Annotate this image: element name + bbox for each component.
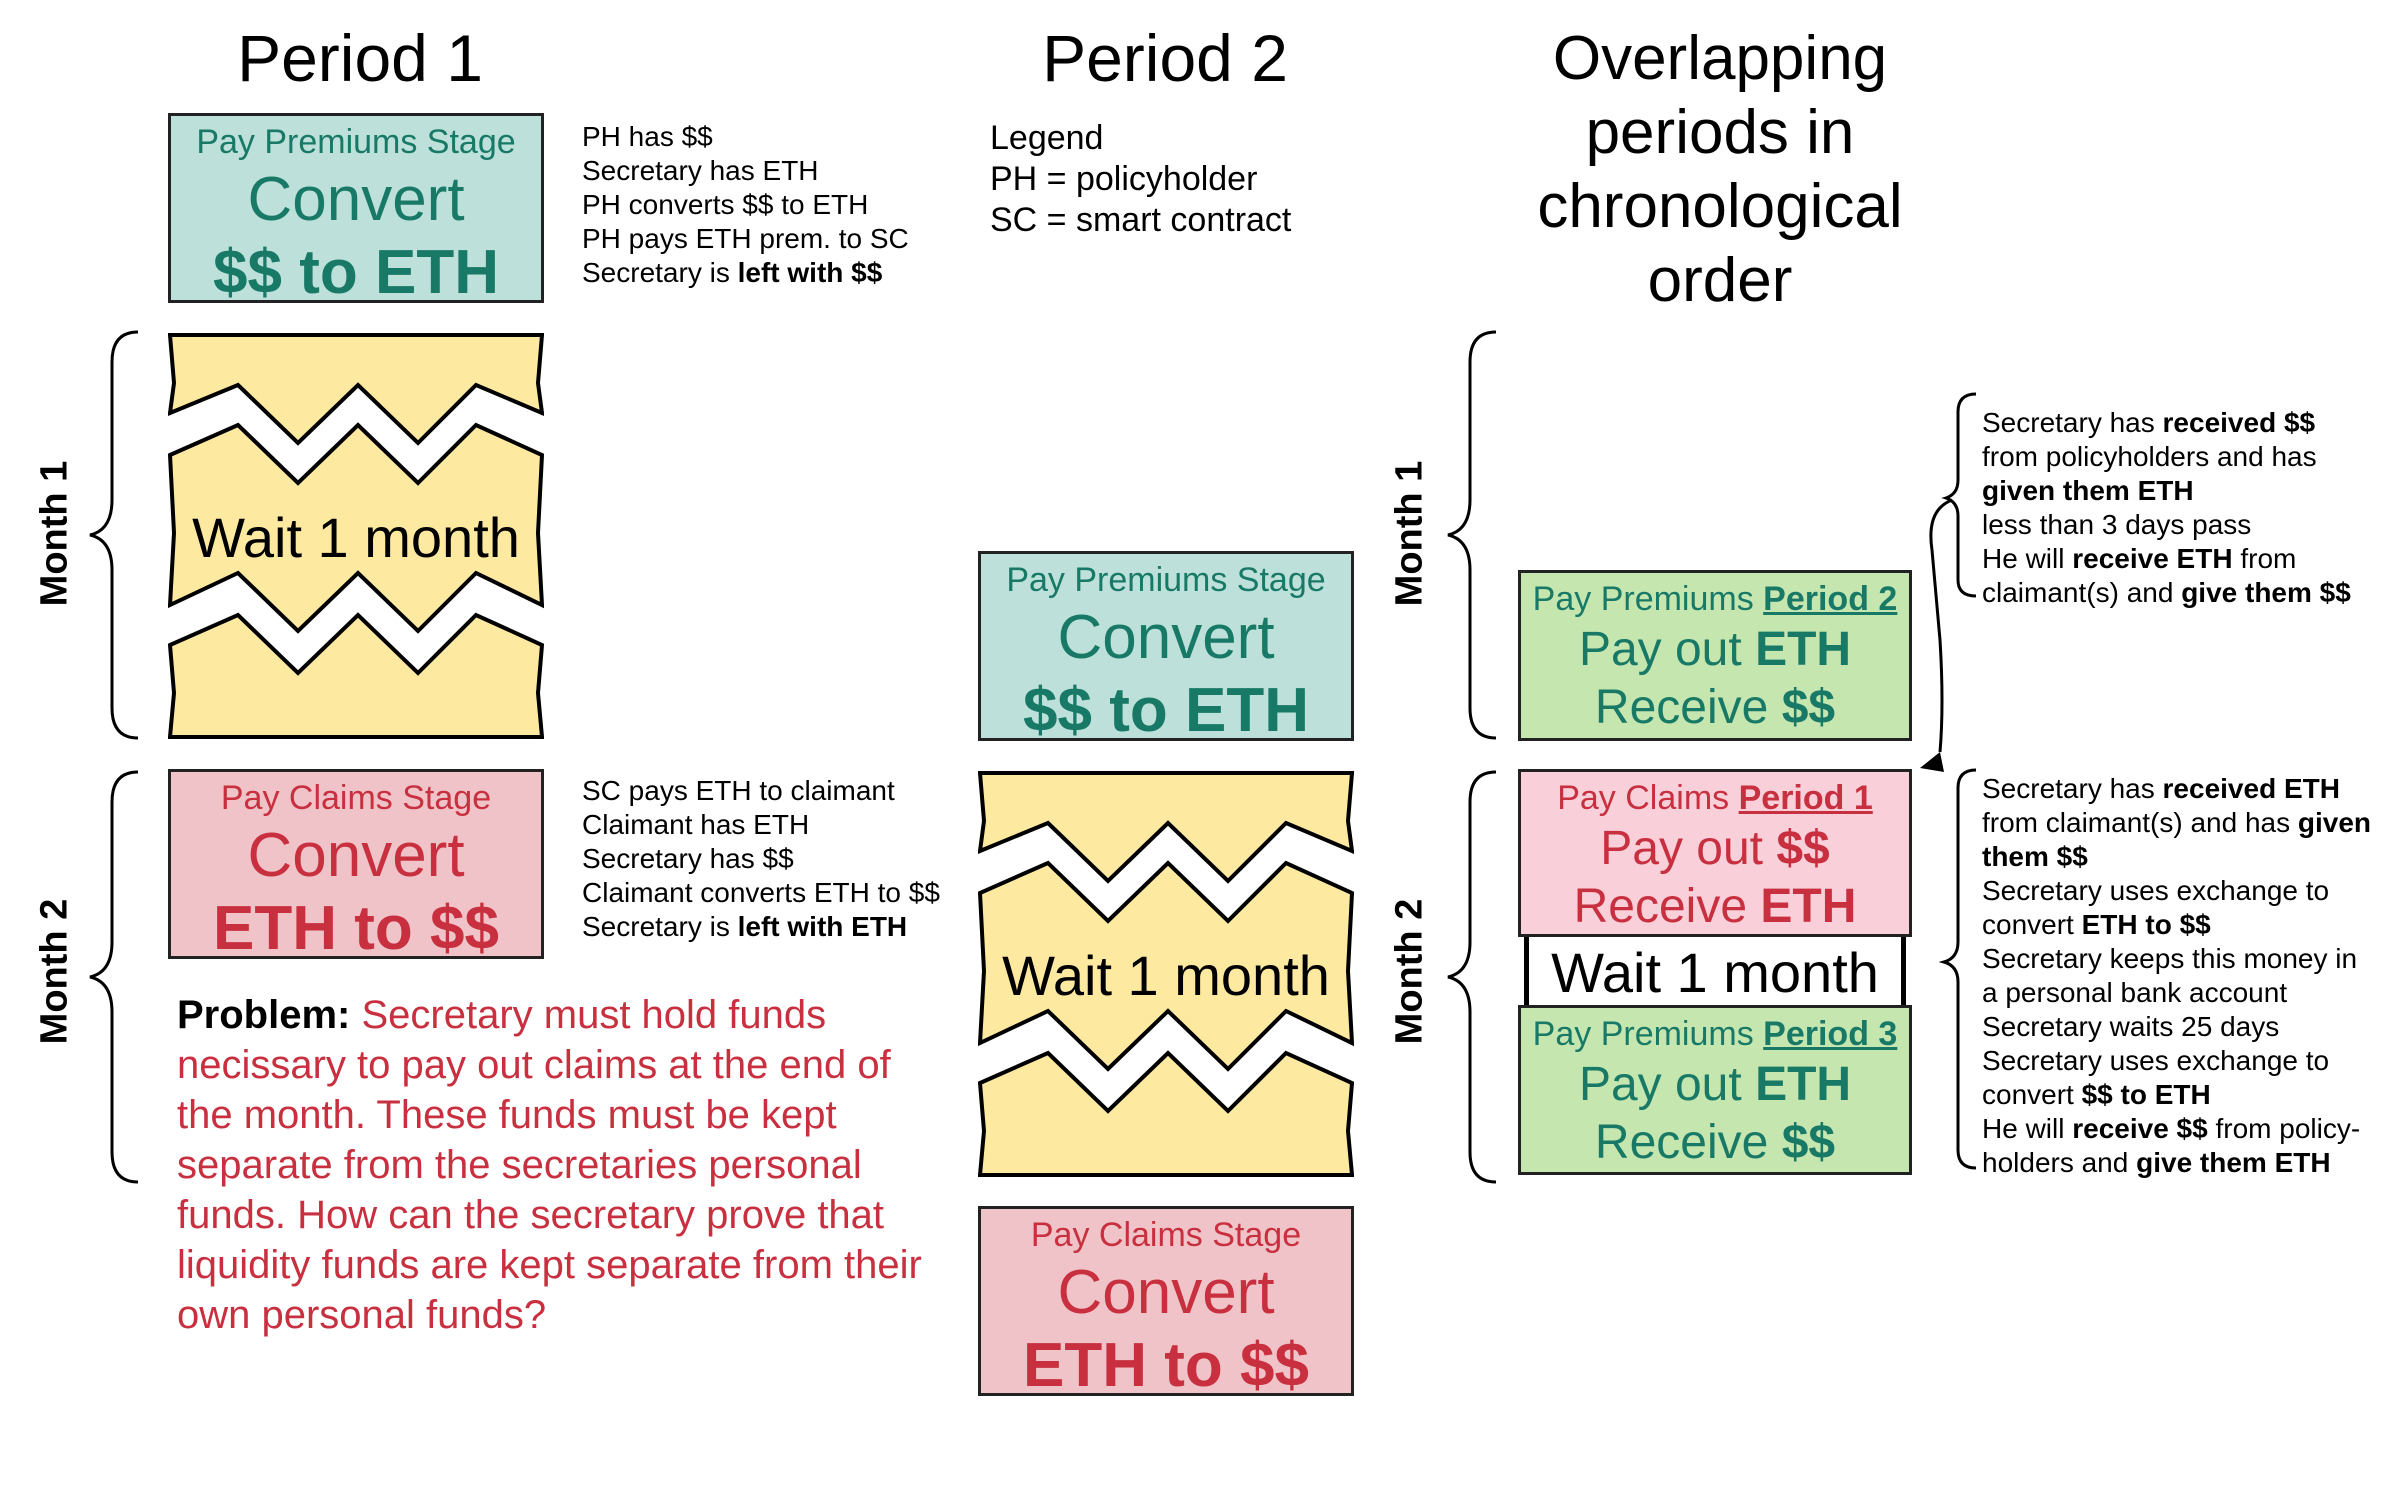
link-arrow-head bbox=[1920, 752, 1944, 772]
month-2-label-left: Month 2 bbox=[33, 898, 76, 1045]
legend-title: Legend bbox=[990, 119, 1104, 157]
ov-wait-label: Wait 1 month bbox=[1551, 941, 1879, 1004]
overlap-title: Overlapping periods in chronological ord… bbox=[1537, 24, 1903, 315]
brace-month-1-left bbox=[89, 330, 139, 740]
month-1-notes: Secretary has received $$ from policyhol… bbox=[1982, 407, 2351, 608]
p1-premiums-notes: PH has $$ Secretary has ETH PH converts … bbox=[582, 121, 909, 288]
legend: Legend PH = policyholder SC = smart cont… bbox=[990, 118, 1291, 241]
p1-claims-notes: SC pays ETH to claimant Claimant has ETH… bbox=[582, 775, 940, 942]
month-2-notes: Secretary has received ETH from claimant… bbox=[1982, 773, 2372, 1178]
p1-pay-claims-stage: Pay Claims Stage Convert ETH to $$ bbox=[168, 769, 544, 963]
ov-pay-claims-period-1: Pay Claims Period 1 Pay out $$ Receive E… bbox=[1518, 769, 1912, 937]
right-braces bbox=[1447, 330, 1497, 1184]
brace-month-2-right bbox=[1447, 770, 1497, 1184]
ov-pay-premiums-period-2: Pay Premiums Period 2 Pay out ETH Receiv… bbox=[1518, 570, 1912, 741]
brace-month-1-right bbox=[1447, 330, 1497, 740]
p2-pay-premiums-stage: Pay Premiums Stage Convert $$ to ETH bbox=[978, 551, 1354, 745]
period-1-title: Period 1 bbox=[237, 21, 483, 95]
legend-item-sc: SC = smart contract bbox=[990, 201, 1292, 239]
ov-pay-premiums-period-3: Pay Premiums Period 3 Pay out ETH Receiv… bbox=[1518, 1005, 1912, 1175]
brace-month-2-notes bbox=[1938, 768, 1977, 1170]
month-2-label-right: Month 2 bbox=[1388, 898, 1431, 1045]
link-arrow bbox=[1920, 498, 1953, 772]
month-1-label-right: Month 1 bbox=[1388, 460, 1431, 607]
p2-wait-label: Wait 1 month bbox=[1002, 944, 1330, 1007]
p2-pay-claims-stage: Pay Claims Stage Convert ETH to $$ bbox=[978, 1206, 1354, 1400]
p1-wait-block: Wait 1 month bbox=[167, 333, 545, 739]
torn-paper-shape bbox=[977, 771, 1355, 1177]
note-braces bbox=[1938, 392, 1977, 1170]
link-arrow-curve bbox=[1929, 498, 1953, 753]
brace-month-2-left bbox=[89, 770, 139, 1184]
p2-wait-block: Wait 1 month bbox=[977, 771, 1355, 1177]
legend-item-ph: PH = policyholder bbox=[990, 160, 1258, 198]
left-braces bbox=[89, 330, 139, 1184]
p1-wait-label: Wait 1 month bbox=[192, 506, 520, 569]
p1-pay-premiums-stage: Pay Premiums Stage Convert $$ to ETH bbox=[168, 113, 544, 307]
period-2-title: Period 2 bbox=[1042, 21, 1288, 95]
problem-statement: Problem: Secretary must hold funds necis… bbox=[177, 993, 922, 1337]
month-1-label-left: Month 1 bbox=[33, 460, 76, 607]
ov-wait-strip: Wait 1 month bbox=[1524, 937, 1906, 1005]
torn-paper-shape bbox=[167, 333, 545, 739]
brace-month-1-notes bbox=[1941, 392, 1977, 598]
